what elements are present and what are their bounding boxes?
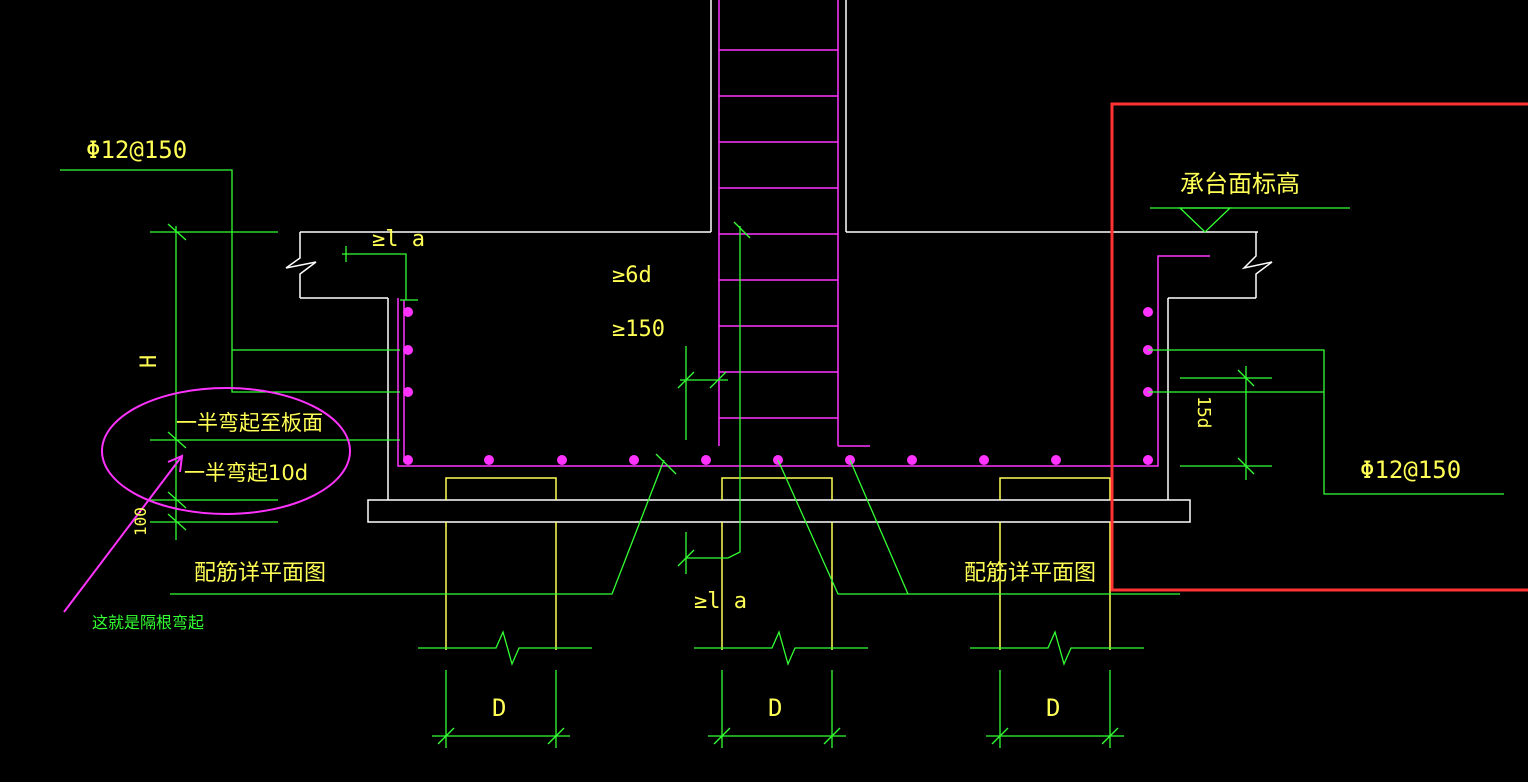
- spacing-150-label: ≥150: [612, 317, 665, 342]
- pile-left: [445, 477, 557, 650]
- height-h-label: H: [137, 355, 162, 368]
- dim-15d-label: 15d: [1193, 396, 1214, 429]
- anchor-la-top-label: ≥l a: [372, 227, 425, 252]
- annotation-ellipse: [101, 387, 351, 515]
- rebar-label-right: Φ12@150: [1360, 456, 1461, 484]
- pile-d-label-3: D: [1046, 694, 1060, 722]
- six-d-label: ≥6d: [612, 263, 652, 288]
- plan-label-right: 配筋详平面图: [964, 561, 1096, 586]
- highlight-box: [1110, 102, 1528, 592]
- pile-right: [999, 477, 1111, 650]
- bend-to-top-label: 一半弯起至板面: [176, 411, 323, 435]
- bend-10d-label: 一半弯起10d: [184, 461, 308, 485]
- piles: [445, 477, 1111, 650]
- dim-100-label: 100: [131, 507, 150, 536]
- column-rebar-cage: [718, 0, 870, 447]
- cap-rebar: [397, 255, 1210, 467]
- pile-middle: [721, 477, 833, 650]
- pile-d-label-1: D: [492, 694, 506, 722]
- anchor-la-bottom-label: ≥l a: [694, 589, 747, 614]
- rebar-label-left: Φ12@150: [86, 136, 187, 164]
- plan-label-left: 配筋详平面图: [194, 561, 326, 586]
- rebar-dots: [403, 307, 1153, 465]
- pile-d-label-2: D: [768, 694, 782, 722]
- column-outline: [300, 0, 1258, 233]
- annotation-text: 这就是隔根弯起: [92, 613, 204, 632]
- dimension-lines: [60, 169, 1504, 748]
- top-elevation-label: 承台面标高: [1180, 170, 1300, 198]
- pile-cap-outline: [285, 232, 1273, 523]
- annotation-arrow: [63, 454, 184, 613]
